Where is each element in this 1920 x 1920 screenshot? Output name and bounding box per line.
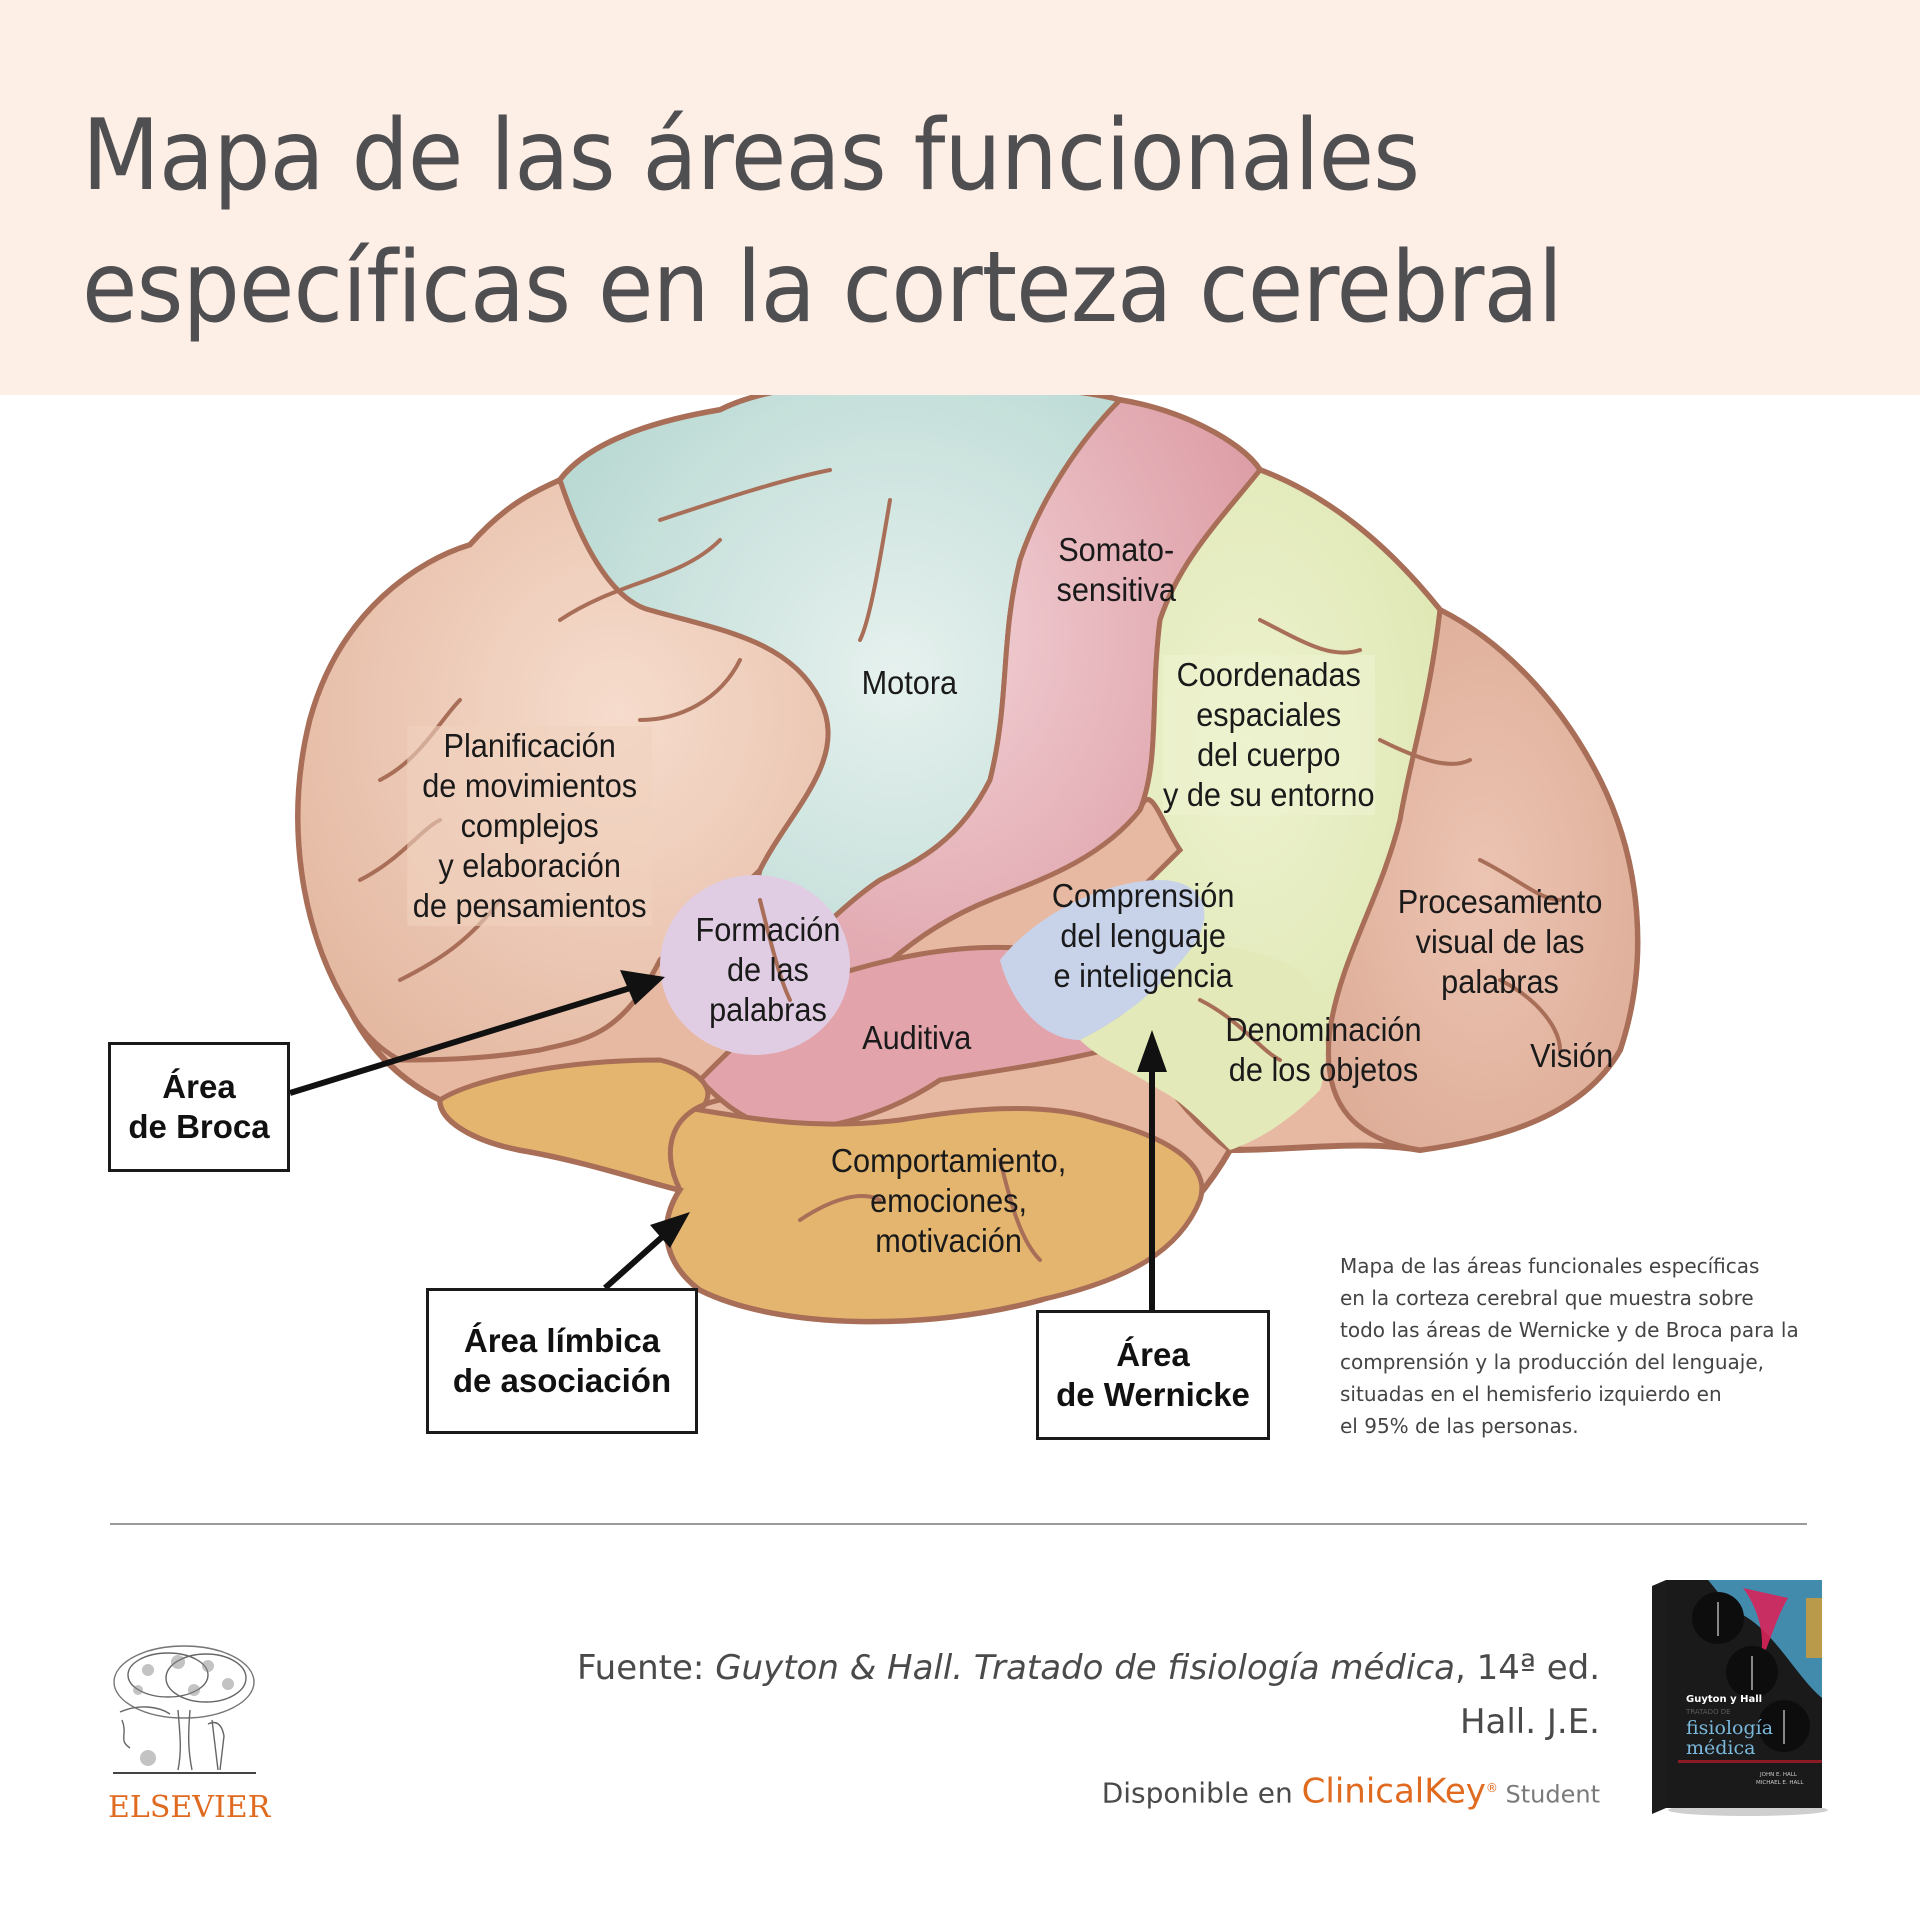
source-edition: , 14ª ed. — [1454, 1648, 1600, 1688]
source-title: Guyton & Hall. Tratado de fisiología méd… — [715, 1648, 1455, 1688]
region-denominacion — [1080, 946, 1326, 1150]
elsevier-logo: ELSEVIER — [108, 1640, 271, 1825]
title-banner: Mapa de las áreas funcionales específica… — [0, 0, 1920, 395]
label-comprension: Comprensión del lenguaje e inteligencia — [1051, 877, 1235, 994]
brain-diagram — [289, 395, 1641, 1325]
title-line-1: Mapa de las áreas funcionales — [82, 99, 1420, 213]
region-comprension — [1000, 880, 1205, 1040]
figure-caption: Mapa de las áreas funcionales específica… — [1340, 1254, 1799, 1438]
source-prefix: Fuente: — [576, 1648, 716, 1688]
elsevier-wordmark: ELSEVIER — [108, 1790, 271, 1825]
source-citation: Fuente: Guyton & Hall. Tratado de fisiol… — [577, 1640, 1600, 1824]
label-procesamiento: Procesamiento visual de las palabras — [1397, 883, 1603, 1000]
svg-text:Guyton y Hall: Guyton y Hall — [1686, 1694, 1762, 1705]
region-occipital — [1326, 606, 1640, 1153]
label-comportamiento: Comportamiento, emociones, motivación — [830, 1142, 1067, 1259]
label-formacion: Formación de las palabras — [695, 911, 841, 1028]
svg-text:fisiología: fisiología — [1686, 1717, 1773, 1739]
title-line-2: específicas en la corteza cerebral — [82, 231, 1563, 345]
footer-divider — [110, 1523, 1807, 1525]
clinicalkey-logo[interactable]: ClinicalKey — [1301, 1771, 1486, 1812]
label-auditiva: Auditiva — [862, 1019, 972, 1056]
svg-text:MICHAEL E. HALL: MICHAEL E. HALL — [1756, 1780, 1804, 1786]
svg-text:TRATADO DE: TRATADO DE — [1685, 1708, 1731, 1716]
label-somatosensitiva: Somato- sensitiva — [1056, 531, 1176, 608]
tree-icon — [108, 1640, 260, 1780]
label-motora: Motora — [861, 664, 958, 701]
label-coordenadas: Coordenadas espaciales del cuerpo y de s… — [1162, 655, 1375, 815]
svg-text:médica: médica — [1686, 1737, 1755, 1759]
region-formacion — [660, 875, 850, 1055]
label-vision: Visión — [1530, 1037, 1614, 1074]
page-title: Mapa de las áreas funcionales específica… — [82, 90, 1563, 354]
book-cover-image: Guyton y Hall TRATADO DE fisiología médi… — [1652, 1580, 1828, 1816]
region-comportamiento — [437, 1057, 1205, 1324]
source-author: Hall. J.E. — [1459, 1702, 1600, 1742]
availability-line: Disponible en ClinicalKey® Student — [1101, 1771, 1600, 1812]
label-planificacion: Planificación de movimientos complejos y… — [407, 726, 653, 926]
label-denominacion: Denominación de los objetos — [1225, 1011, 1422, 1088]
svg-text:JOHN E. HALL: JOHN E. HALL — [1759, 1772, 1798, 1778]
